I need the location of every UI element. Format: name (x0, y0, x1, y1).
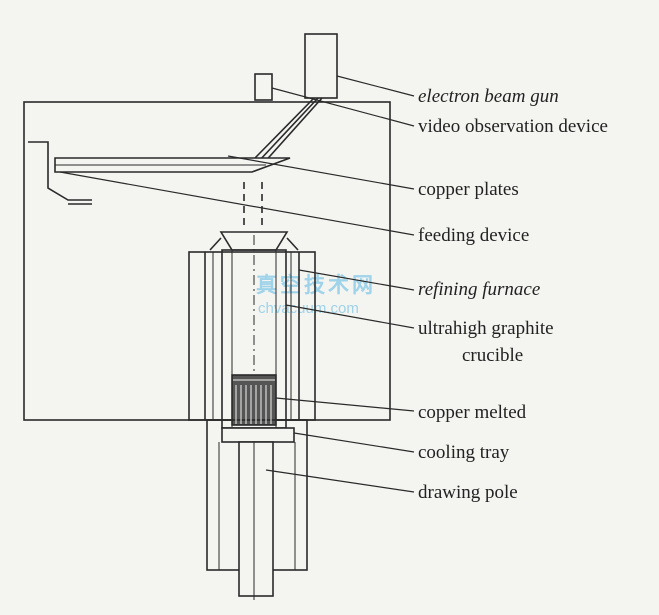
copper-melted-hatch (233, 379, 275, 424)
label-electron-beam-gun: electron beam gun (418, 86, 559, 107)
leader-copper-plates (227, 155, 415, 190)
feeding-device (28, 141, 92, 201)
watermark-chinese: 真空技术网 (256, 272, 376, 297)
beam-line-3 (257, 97, 319, 163)
label-crucible-line2: crucible (462, 345, 523, 366)
label-cooling-tray: cooling tray (418, 442, 510, 463)
drawing-pole (238, 441, 274, 597)
electron-beam-gun (304, 33, 338, 99)
label-drawing-pole: drawing pole (418, 482, 518, 503)
label-copper-melted: copper melted (418, 402, 527, 423)
label-video-observation-device: video observation device (418, 116, 608, 137)
label-crucible-line1: ultrahigh graphite (418, 318, 554, 339)
leader-video-observation (271, 87, 415, 127)
beam-line-2 (254, 97, 315, 159)
funnel-edge-left (209, 237, 222, 251)
leader-electron-beam-gun (336, 75, 415, 97)
leader-feeding-device (59, 171, 415, 236)
copper-melted (231, 374, 277, 426)
leader-refining-furnace (298, 269, 415, 291)
vacuum-chamber (23, 101, 391, 421)
funnel-edge-right (286, 237, 299, 251)
leader-drawing-pole (265, 469, 415, 493)
leader-copper-melted (275, 397, 415, 412)
beam-line-1 (261, 97, 323, 166)
leader-lines (59, 75, 415, 493)
leader-crucible (285, 304, 415, 329)
video-observation-device (254, 73, 273, 101)
apparatus-drawing (23, 33, 391, 600)
leader-cooling-tray (293, 432, 415, 453)
label-refining-furnace: refining furnace (418, 279, 540, 300)
cooling-tray (221, 427, 295, 443)
label-feeding-device: feeding device (418, 225, 529, 246)
label-copper-plates: copper plates (418, 179, 519, 200)
